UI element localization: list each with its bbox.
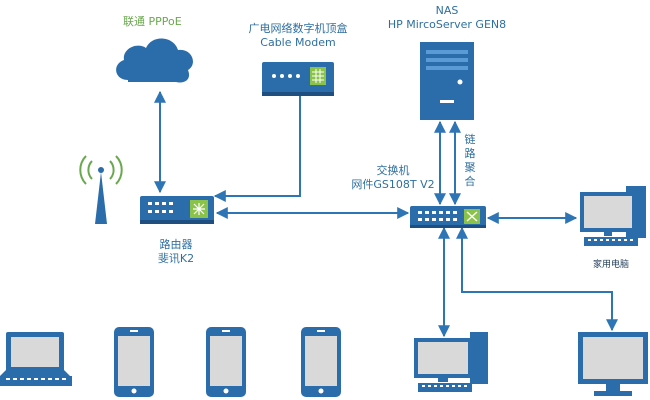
home-pc-label: 家用电脑	[592, 260, 630, 270]
router-label-line1: 路由器	[159, 238, 193, 251]
link-modem-router	[213, 95, 301, 202]
router-label-line2: 斐讯K2	[157, 252, 195, 265]
switch-label-line1: 交换机	[376, 164, 410, 177]
nas-server-icon	[420, 42, 474, 120]
smartphone-icon	[114, 327, 154, 397]
switch-icon	[410, 206, 486, 228]
desktop-pc-icon	[414, 332, 488, 392]
link-agg-char: 聚	[464, 161, 476, 174]
monitor-icon	[578, 332, 648, 396]
desktop-pc-icon	[580, 186, 646, 246]
switch-label: 交换机 网件GS108T V2	[351, 164, 434, 192]
link-agg-char: 合	[464, 175, 476, 188]
cloud-icon	[116, 38, 193, 83]
modem-label-line2: Cable Modem	[260, 36, 336, 49]
nas-label-line1: NAS	[435, 4, 459, 17]
wifi-antenna-icon	[79, 155, 123, 224]
connection-lines	[154, 90, 618, 338]
link-agg-char: 路	[464, 147, 476, 160]
router-icon	[140, 196, 214, 224]
cable-modem-icon	[262, 62, 334, 96]
link-switch-bottom-monitor	[456, 226, 618, 332]
link-agg-char: 链	[464, 133, 476, 146]
modem-label: 广电网络数字机顶盒 Cable Modem	[249, 22, 348, 50]
smartphone-icon	[206, 327, 246, 397]
nas-label-line2: HP MircoServer GEN8	[387, 18, 507, 31]
nas-label: NAS HP MircoServer GEN8	[388, 4, 506, 32]
link-aggregation-label: 链 路 聚 合	[464, 133, 476, 189]
isp-label: 联通 PPPoE	[123, 15, 182, 28]
router-label: 路由器 斐讯K2	[158, 238, 194, 266]
laptop-icon	[0, 332, 72, 386]
switch-label-line2: 网件GS108T V2	[351, 178, 435, 191]
modem-label-line1: 广电网络数字机顶盒	[248, 22, 348, 35]
smartphone-icon	[301, 327, 341, 397]
